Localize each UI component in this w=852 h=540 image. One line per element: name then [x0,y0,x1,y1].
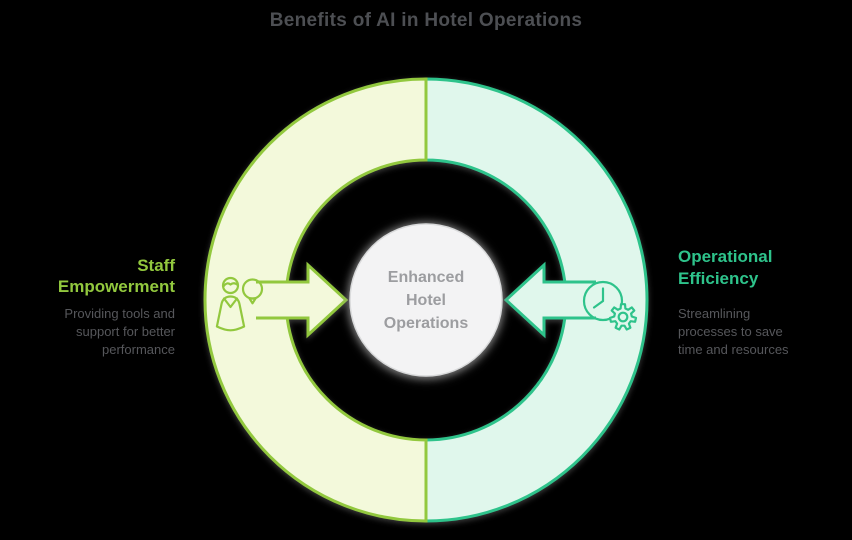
right-desc-line: Streamlining [678,306,751,321]
right-section-heading: Operational Efficiency [678,246,772,290]
center-label-line: Hotel [406,292,446,309]
right-heading-line: Efficiency [678,269,759,288]
right-arrow [503,261,596,339]
left-desc-line: support for better [76,324,175,339]
ring-right-half [424,77,649,523]
left-section-heading: Staff Empowerment [58,255,175,297]
right-heading-line: Operational [678,247,773,266]
right-desc-line: processes to save [678,324,783,339]
left-arrow [256,261,349,339]
page-title: Benefits of AI in Hotel Operations [269,10,583,31]
left-desc-line: Providing tools and [64,306,175,321]
clock-gear-icon [582,280,638,331]
left-desc-line: performance [102,342,175,357]
left-heading-line: Empowerment [57,277,175,296]
ring-left-half [203,77,428,523]
center-circle [349,223,503,377]
right-section-description: Streamlining processes to save time and … [678,305,789,359]
left-heading-line: Staff [137,256,175,275]
center-label-line: Enhanced [387,269,465,286]
left-section-description: Providing tools and support for better p… [64,305,175,359]
center-label: Enhanced Hotel Operations [346,266,506,335]
center-label-line: Operations [383,315,469,332]
right-desc-line: time and resources [678,342,789,357]
staff-lightbulb-icon [215,276,264,332]
